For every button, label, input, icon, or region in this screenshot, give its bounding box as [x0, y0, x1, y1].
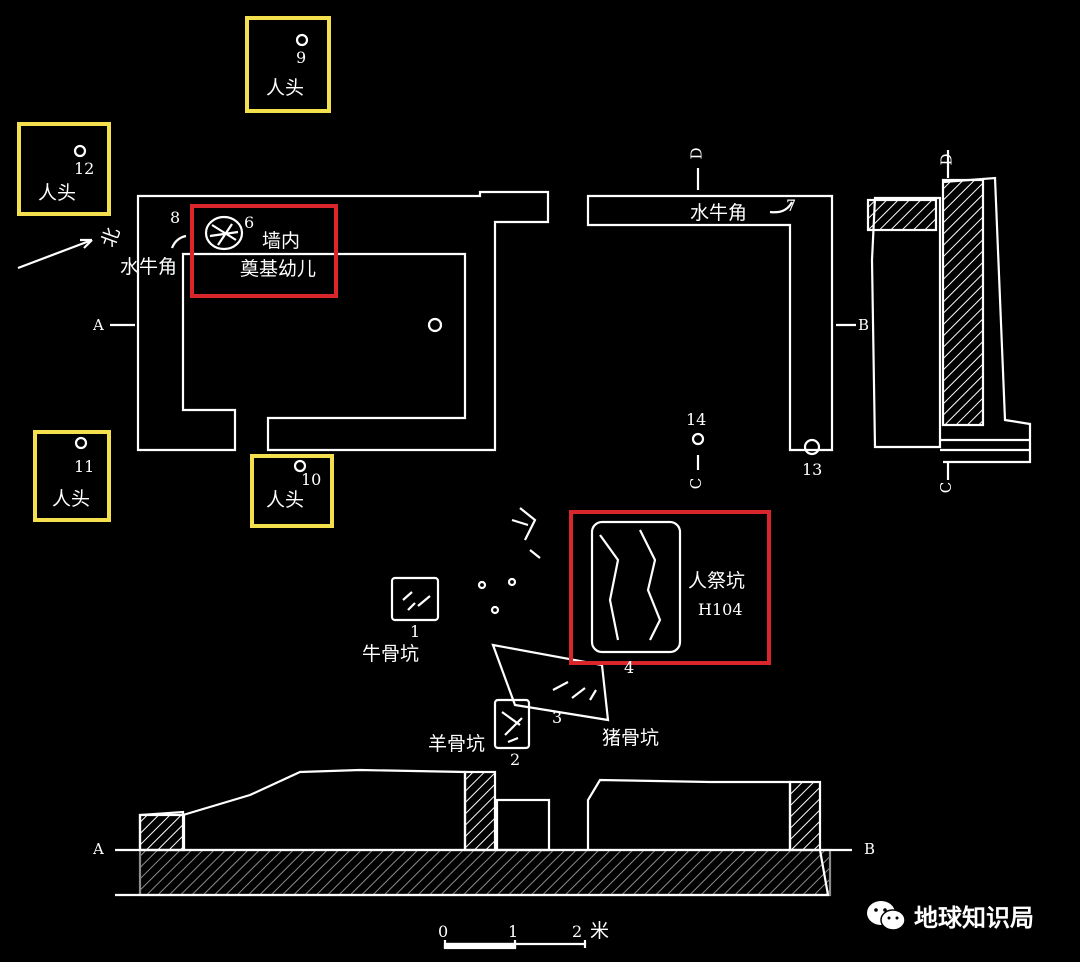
- building-west-wall: [136, 190, 550, 452]
- pig-bone-pit: [491, 643, 610, 722]
- label-foundation-child: 奠基幼儿: [240, 258, 317, 280]
- label-buffalo-horn-west: 水牛角: [120, 256, 178, 278]
- label-14: 14: [686, 410, 707, 429]
- highlight-head-9: [245, 16, 331, 113]
- label-11: 11: [74, 457, 95, 476]
- label-head-11: 人头: [52, 488, 91, 510]
- building-east-wall: [586, 194, 834, 452]
- ox-bone-pit: [390, 576, 440, 622]
- label-buffalo-horn-east: 水牛角: [690, 202, 748, 224]
- highlight-head-12: [17, 122, 111, 216]
- label-7: 7: [786, 196, 797, 215]
- highlight-foundation-child: [190, 204, 338, 298]
- scale-tick-0: 0: [438, 922, 449, 941]
- label-12: 12: [74, 159, 95, 178]
- label-sheep-pit: 羊骨坑: [428, 733, 486, 755]
- watermark: 地球知识局: [866, 898, 1034, 933]
- label-3: 3: [552, 708, 563, 727]
- label-8: 8: [170, 208, 181, 227]
- wechat-icon: [867, 900, 906, 931]
- label-sacrifice-pit-id: H104: [698, 600, 743, 619]
- scale-tick-1: 1: [508, 922, 519, 941]
- highlight-head-11: [33, 430, 111, 522]
- label-pig-pit: 猪骨坑: [602, 727, 660, 749]
- label-4: 4: [624, 658, 635, 677]
- label-section-A-plan: A: [93, 316, 104, 334]
- watermark-text: 地球知识局: [914, 904, 1034, 932]
- label-section-D-side: D: [937, 153, 956, 166]
- scale-tick-2: 2: [572, 922, 583, 941]
- label-6: 6: [244, 213, 255, 232]
- highlight-head-10: [250, 454, 334, 528]
- human-sacrifice-pit: [590, 520, 682, 654]
- label-ox-pit: 牛骨坑: [362, 643, 420, 665]
- label-10: 10: [301, 470, 322, 489]
- label-wall-inner: 墙内: [262, 230, 301, 252]
- label-9: 9: [296, 48, 307, 67]
- label-head-12: 人头: [38, 182, 77, 204]
- label-2: 2: [510, 750, 521, 769]
- scale-unit: 米: [590, 920, 610, 942]
- label-section-D-plan: D: [687, 147, 706, 160]
- label-section-C-plan: C: [687, 477, 706, 490]
- highlight-sacrifice-pit: [569, 510, 771, 665]
- label-section-C-side: C: [937, 481, 956, 494]
- label-section-B: B: [864, 840, 876, 858]
- label-head-9: 人头: [266, 77, 305, 99]
- label-sacrifice-pit: 人祭坑: [688, 570, 746, 592]
- label-1: 1: [410, 622, 421, 641]
- label-section-B-plan: B: [858, 316, 870, 334]
- label-section-A: A: [93, 840, 104, 858]
- label-head-10: 人头: [266, 489, 305, 511]
- label-13: 13: [802, 460, 823, 479]
